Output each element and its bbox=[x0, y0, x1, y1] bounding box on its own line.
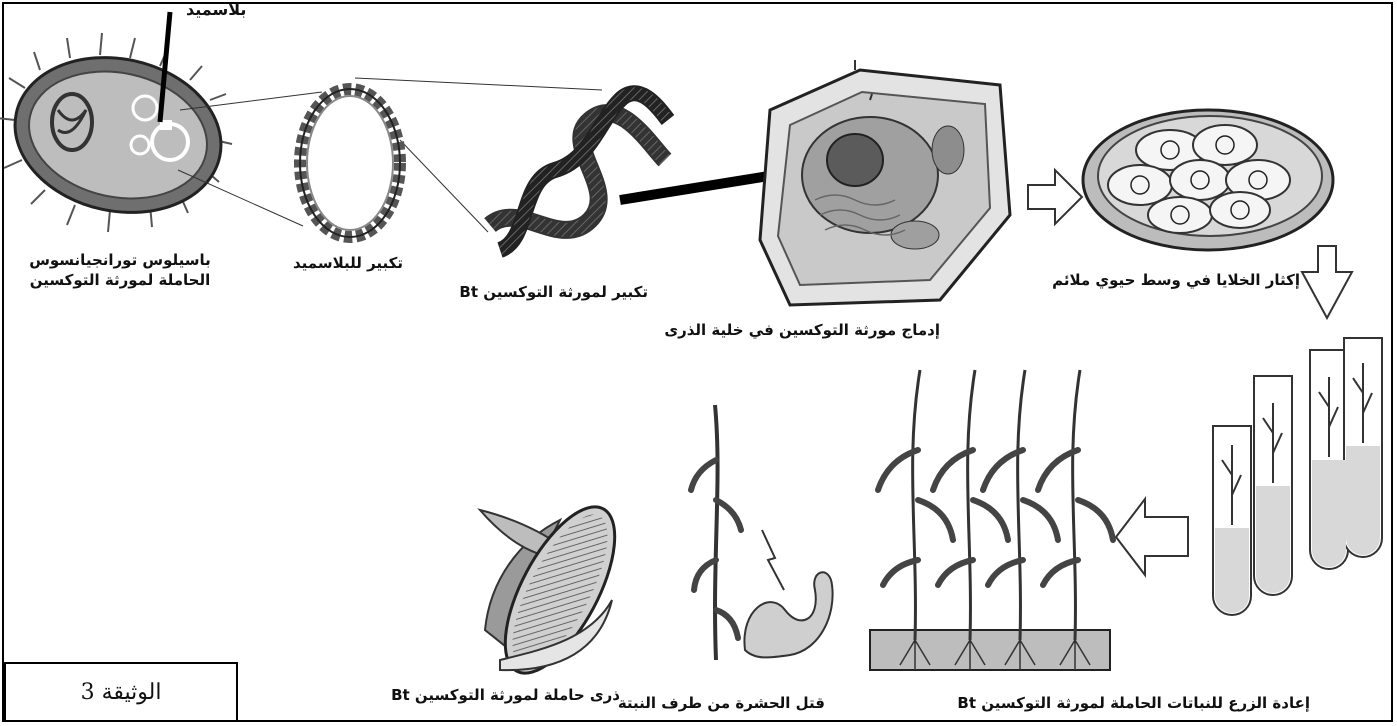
plasmid-amplification-label: تكبير للبلاسميد bbox=[288, 253, 408, 273]
plant-cell-icon bbox=[760, 60, 1010, 305]
replant-label: إعادة الزرع للنباتات الحاملة لمورثة التو… bbox=[990, 693, 1310, 713]
insertion-label: إدماج مورثة التوكسين في خلية الذرى bbox=[670, 320, 940, 340]
corn-label: ذرى حاملة لمورثة التوكسين Bt bbox=[410, 685, 620, 705]
plasmid-label: بلاسميد bbox=[186, 0, 246, 20]
plant-insect-icon bbox=[691, 405, 833, 660]
multiply-label: إكثار الخلايا في وسط حيوي ملائم bbox=[1090, 270, 1300, 290]
test-tubes-icon bbox=[1213, 338, 1382, 615]
dna-helix-icon bbox=[490, 93, 668, 250]
corn-cob-icon bbox=[480, 491, 637, 689]
corn-field-icon bbox=[870, 370, 1113, 670]
kill-insect-label: قتل الحشرة من طرف النبتة bbox=[645, 693, 825, 713]
gene-amplification-label: تكبير لمورثة التوكسين Bt bbox=[468, 282, 648, 302]
bacteria-label-line1: باسيلوس تورانجيانسوس bbox=[20, 250, 220, 270]
bacterium-icon bbox=[0, 33, 236, 232]
plasmid-ring-icon bbox=[300, 89, 400, 237]
petri-dish-icon bbox=[1083, 110, 1333, 250]
document-label: الوثيقة 3 bbox=[4, 662, 238, 722]
bacteria-label-line2: الحاملة لمورثة التوكسين bbox=[20, 270, 220, 290]
